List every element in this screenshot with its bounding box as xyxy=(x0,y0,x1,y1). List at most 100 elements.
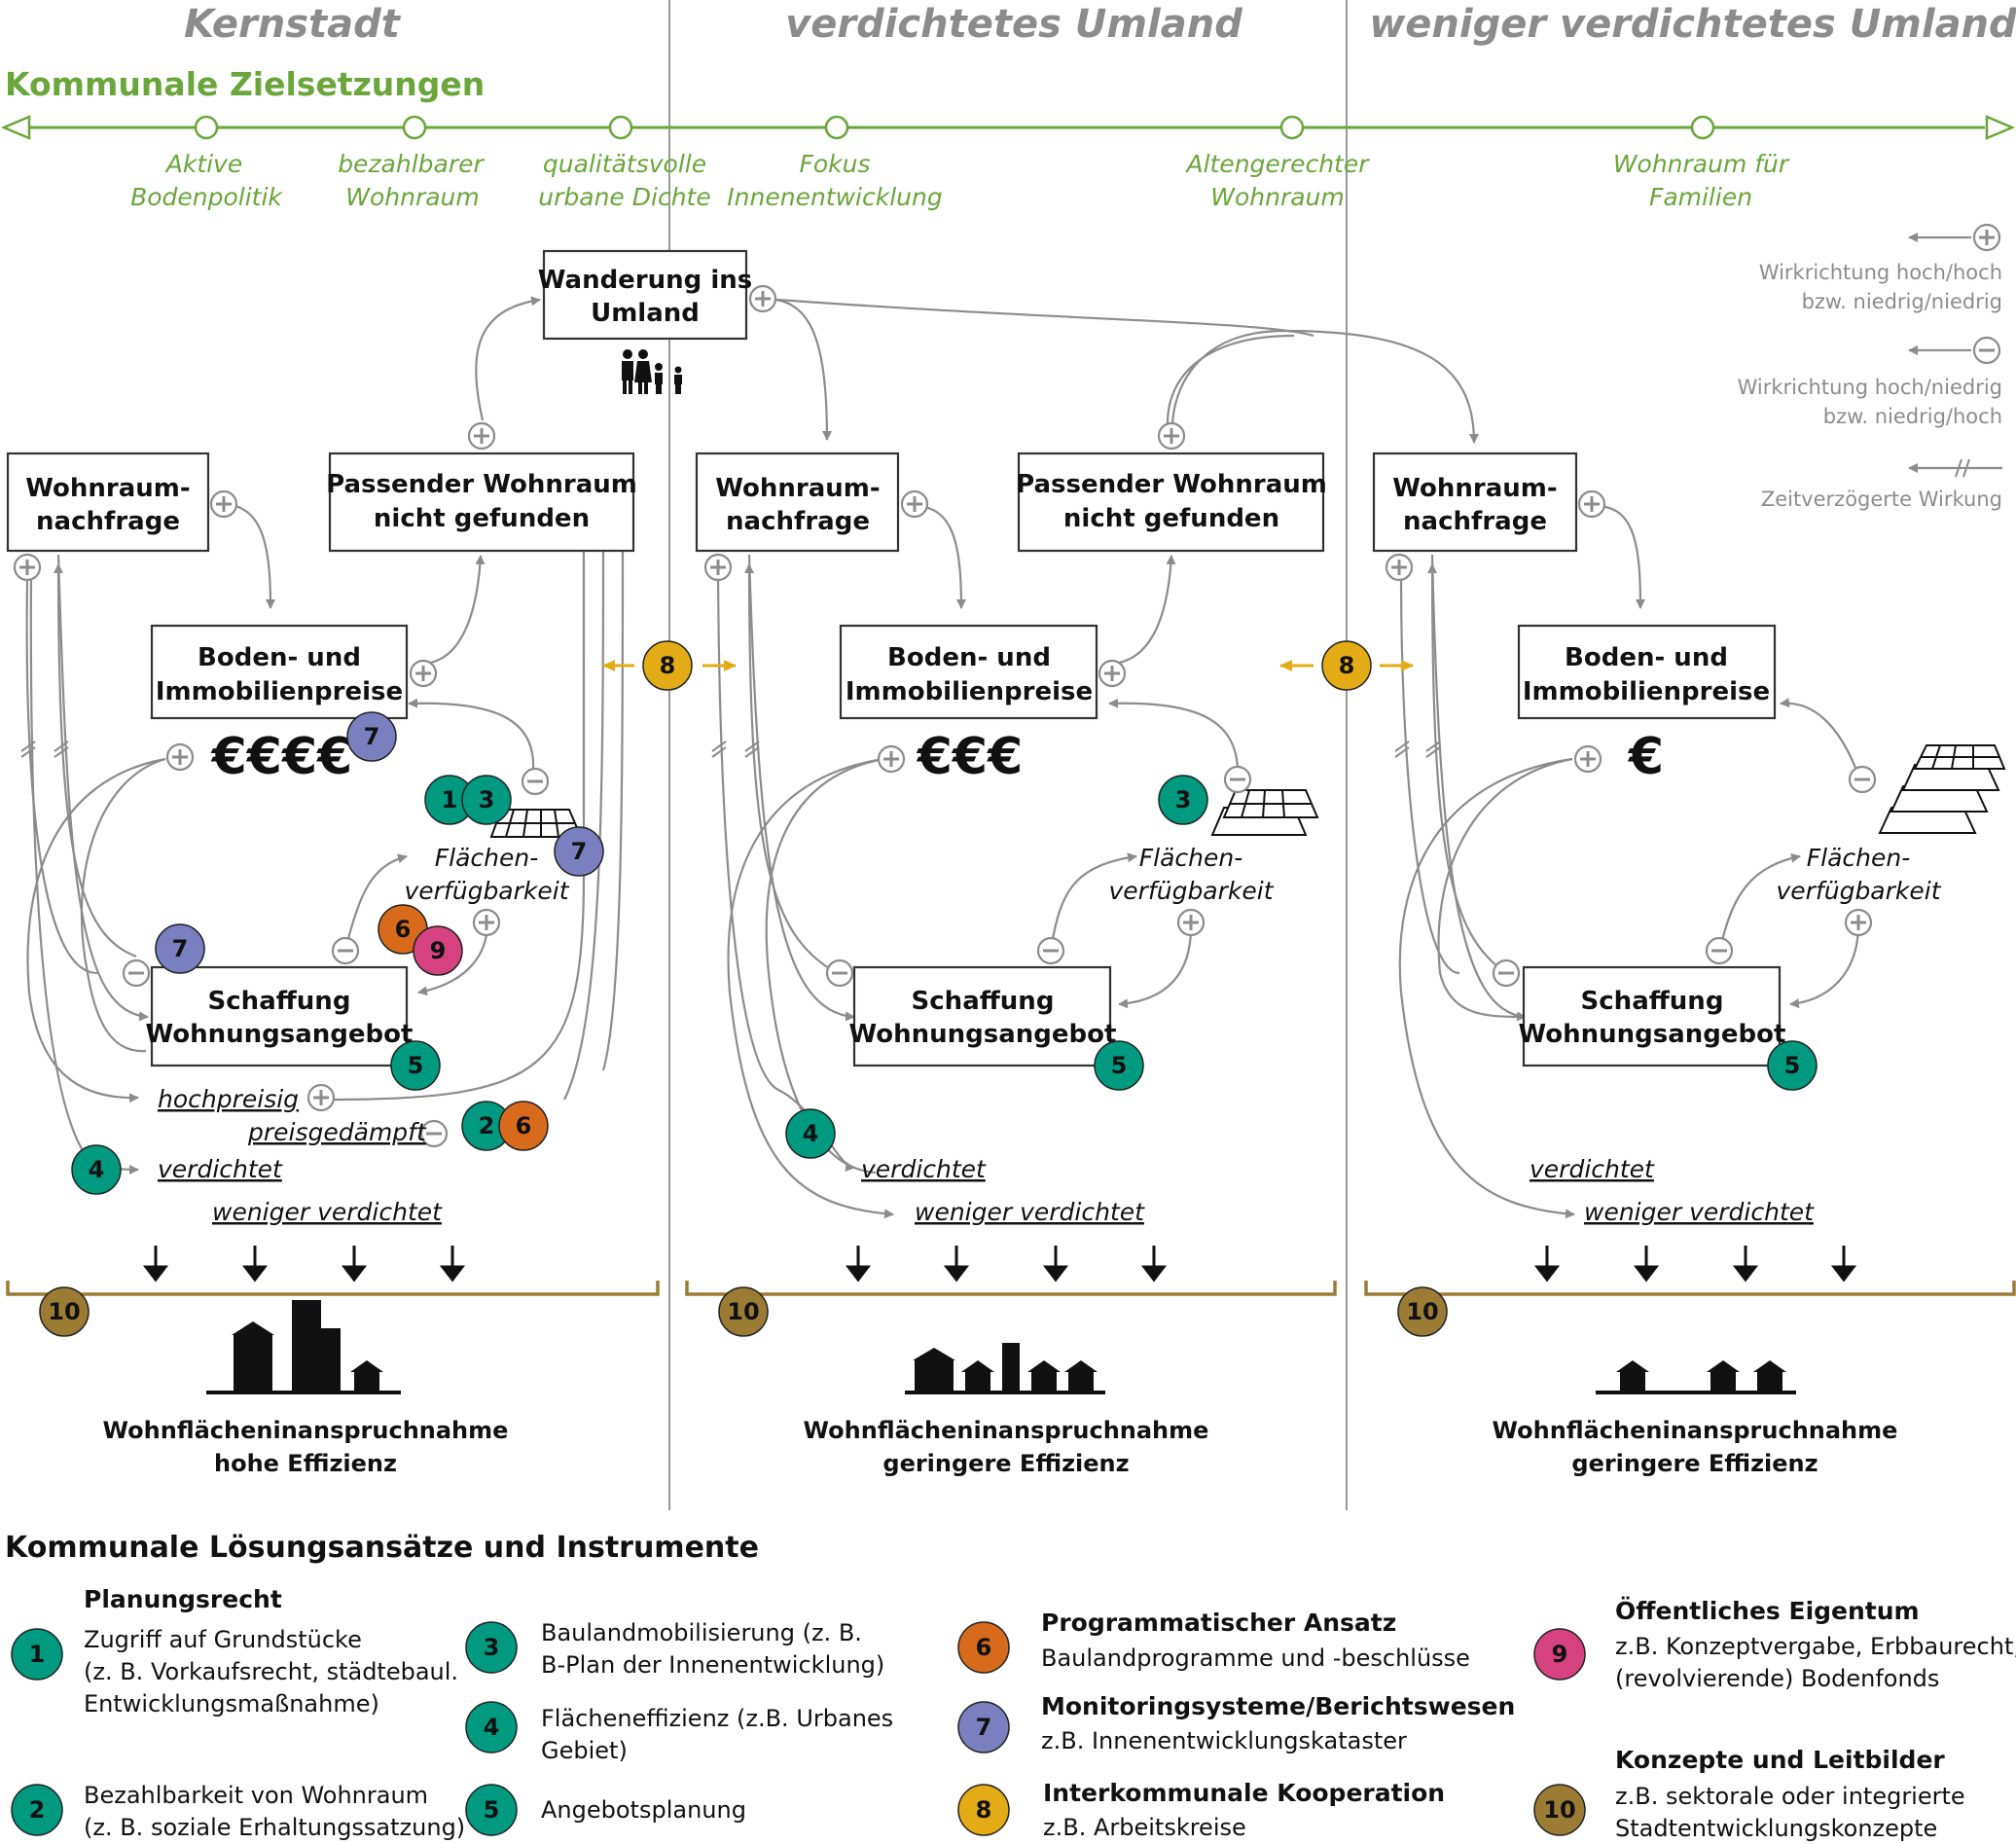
badge-number: 2 xyxy=(479,1112,495,1139)
buildings-icon-weniger xyxy=(1596,1360,1796,1394)
flaechen-label: verfügbarkeit xyxy=(1776,877,1941,905)
plus-icon xyxy=(1176,908,1206,937)
goal-label: Wohnraum für xyxy=(1613,150,1790,178)
category-weniger-verdichtet: weniger verdichtet xyxy=(915,1198,1145,1226)
efficiency-level: hohe Effizienz xyxy=(214,1450,397,1477)
badge-4 xyxy=(785,1108,836,1159)
box-text: Wohnungsangebot xyxy=(1519,1020,1786,1049)
region-title-kernstadt: Kernstadt xyxy=(184,2,402,47)
region-title-weniger-verdichtet: weniger verdichtetes Umland xyxy=(1369,2,2016,47)
solution-text: Baulandmobilisierung (z. B. xyxy=(541,1619,862,1646)
box-wohnraumnachfrage-weniger xyxy=(1372,452,1578,553)
solution-text: Bezahlbarkeit von Wohnraum xyxy=(84,1782,428,1809)
minus-icon xyxy=(1848,765,1877,794)
solution-text: Baulandprogramme und -beschlüsse xyxy=(1041,1645,1470,1672)
badge-number: 10 xyxy=(1543,1796,1575,1824)
goal-label: qualitätsvolle xyxy=(543,150,706,178)
badge-number: 9 xyxy=(430,937,447,964)
solution-text: Stadtentwicklungskonzepte xyxy=(1615,1815,1937,1842)
solution-text: Angebotsplanung xyxy=(541,1796,746,1824)
flaechen-label: verfügbarkeit xyxy=(1108,877,1274,905)
goal-marker xyxy=(1279,115,1305,140)
minus-icon xyxy=(1492,958,1521,988)
box-preise-weniger xyxy=(1517,624,1777,720)
solution-badge-6 xyxy=(957,1621,1010,1674)
solutions-title: Kommunale Lösungsansätze und Instrumente xyxy=(5,1531,759,1565)
legend-text: Wirkrichtung hoch/hoch xyxy=(1759,261,2002,284)
box-passender-wohnraum-kernstadt xyxy=(328,452,635,553)
box-text: Immobilienpreise xyxy=(156,677,403,706)
solution-badge-5 xyxy=(465,1784,518,1836)
solution-badge-4 xyxy=(465,1701,518,1754)
instrument-badges xyxy=(39,640,1818,1337)
badge-9 xyxy=(413,925,463,976)
badge-number: 5 xyxy=(484,1796,500,1824)
category-verdichtet: verdichtet xyxy=(1530,1155,1655,1183)
badge-number: 8 xyxy=(660,652,676,679)
badge-number: 3 xyxy=(1175,786,1192,814)
box-preise-verdichtet xyxy=(839,624,1098,720)
badge-number: 7 xyxy=(172,935,189,962)
badge-10 xyxy=(1397,1286,1448,1337)
goal-label: Aktive xyxy=(164,150,243,178)
category-preisgedaempft: preisgedämpft xyxy=(247,1118,427,1146)
legend: Wirkrichtung hoch/hoch bzw. niedrig/nied… xyxy=(1738,223,2002,511)
box-text: nicht gefunden xyxy=(374,504,590,533)
plus-icon xyxy=(1972,223,2001,252)
solution-heading: Monitoringsysteme/Berichtswesen xyxy=(1041,1692,1515,1720)
badge-number: 5 xyxy=(1111,1052,1128,1079)
badge-7 xyxy=(155,923,205,974)
price-level-verdichtet: €€€ xyxy=(917,728,1024,786)
brackets xyxy=(6,1281,2016,1296)
plus-icon xyxy=(1577,489,1606,519)
solution-text: Flächeneffizienz (z.B. Urbanes xyxy=(541,1705,893,1732)
solution-badge-10 xyxy=(1533,1784,1586,1836)
solution-text: (z. B. Vorkaufsrecht, städtebaul. xyxy=(84,1658,458,1685)
solution-heading: Programmatischer Ansatz xyxy=(1041,1609,1396,1637)
plus-icon xyxy=(467,421,496,451)
goals-axis-left-arrow xyxy=(0,115,31,140)
solution-text: Zugriff auf Grundstücke xyxy=(84,1626,362,1653)
badge-5 xyxy=(390,1040,441,1091)
minus-icon xyxy=(331,936,360,965)
plus-icon xyxy=(13,553,42,582)
box-text: Immobilienpreise xyxy=(846,677,1093,706)
goal-marker xyxy=(1690,115,1715,140)
flaechen-label: Flächen- xyxy=(435,844,538,872)
goal-label: bezahlbarer xyxy=(338,150,485,178)
badge-6 xyxy=(498,1101,549,1151)
efficiency-title: Wohnflächeninanspruchnahme xyxy=(804,1417,1209,1444)
plus-icon xyxy=(1844,908,1873,937)
plus-icon xyxy=(472,908,501,937)
goal-marker xyxy=(608,115,633,140)
goal-marker xyxy=(824,115,849,140)
box-text: Wohnungsangebot xyxy=(146,1020,414,1049)
solution-heading: Konzepte und Leitbilder xyxy=(1615,1746,1945,1774)
badge-number: 8 xyxy=(1339,652,1355,679)
legend-text: Wirkrichtung hoch/niedrig xyxy=(1738,376,2002,399)
solution-text: (revolvierende) Bodenfonds xyxy=(1615,1665,1939,1692)
efficiency-level: geringere Effizienz xyxy=(882,1450,1129,1477)
legend-text: bzw. niedrig/niedrig xyxy=(1802,290,2002,313)
minus-icon xyxy=(825,958,854,988)
badge-number: 2 xyxy=(29,1796,46,1824)
flaechen-label: Flächen- xyxy=(1807,844,1910,872)
plus-icon xyxy=(900,489,929,519)
box-text: Schaffung xyxy=(208,987,351,1016)
badge-3 xyxy=(1158,775,1208,825)
solution-text: z.B. Innenentwicklungskataster xyxy=(1041,1727,1407,1754)
goal-markers xyxy=(194,115,1715,140)
badge-number: 10 xyxy=(48,1298,80,1325)
badge-number: 3 xyxy=(479,786,495,814)
box-text: Schaffung xyxy=(1581,987,1724,1016)
solution-text: (z. B. soziale Erhaltungssatzung) xyxy=(84,1814,465,1841)
box-passender-wohnraum-verdichtet xyxy=(1017,452,1325,553)
solution-heading: Interkommunale Kooperation xyxy=(1043,1779,1445,1807)
box-text: Schaffung xyxy=(912,987,1055,1016)
badge-numbers: 7 1 3 7 6 9 7 5 2 6 4 8 10 3 5 4 8 10 5 … xyxy=(48,652,1800,1325)
efficiency-title: Wohnflächeninanspruchnahme xyxy=(1493,1417,1898,1444)
box-wohnraumnachfrage-verdichtet xyxy=(695,452,900,553)
price-level-weniger: € xyxy=(1628,728,1664,786)
delay-icon xyxy=(1955,458,1970,478)
